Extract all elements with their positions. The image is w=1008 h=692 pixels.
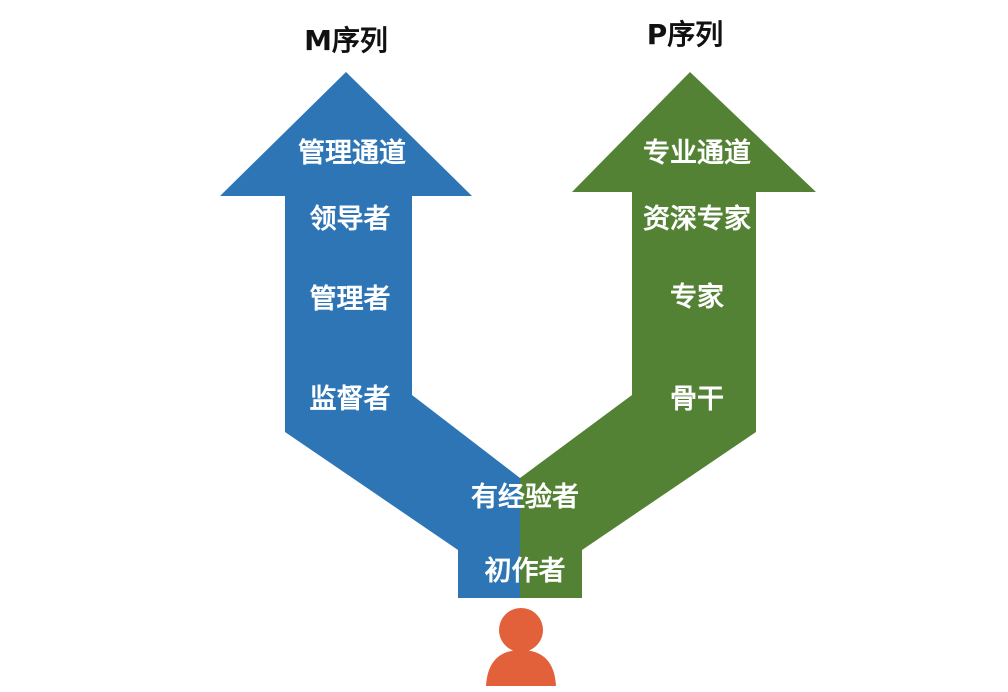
experienced-label: 有经验者 <box>471 482 579 513</box>
expert-label: 专家 <box>670 282 724 313</box>
backbone-label: 骨干 <box>670 384 724 415</box>
p-sequence-title: P序列 <box>646 18 724 51</box>
p-sequence-arrow <box>520 72 816 598</box>
management-channel-label: 管理通道 <box>298 138 406 169</box>
senior-expert-label: 资深专家 <box>643 204 751 235</box>
m-sequence-arrow <box>220 72 520 598</box>
professional-channel-label: 专业通道 <box>643 138 751 169</box>
leader-label: 领导者 <box>309 204 391 235</box>
beginner-label: 初作者 <box>484 556 566 587</box>
m-sequence-title: M序列 <box>304 24 388 57</box>
person-icon <box>486 608 556 686</box>
supervisor-label: 监督者 <box>309 384 391 415</box>
manager-label: 管理者 <box>309 284 391 315</box>
